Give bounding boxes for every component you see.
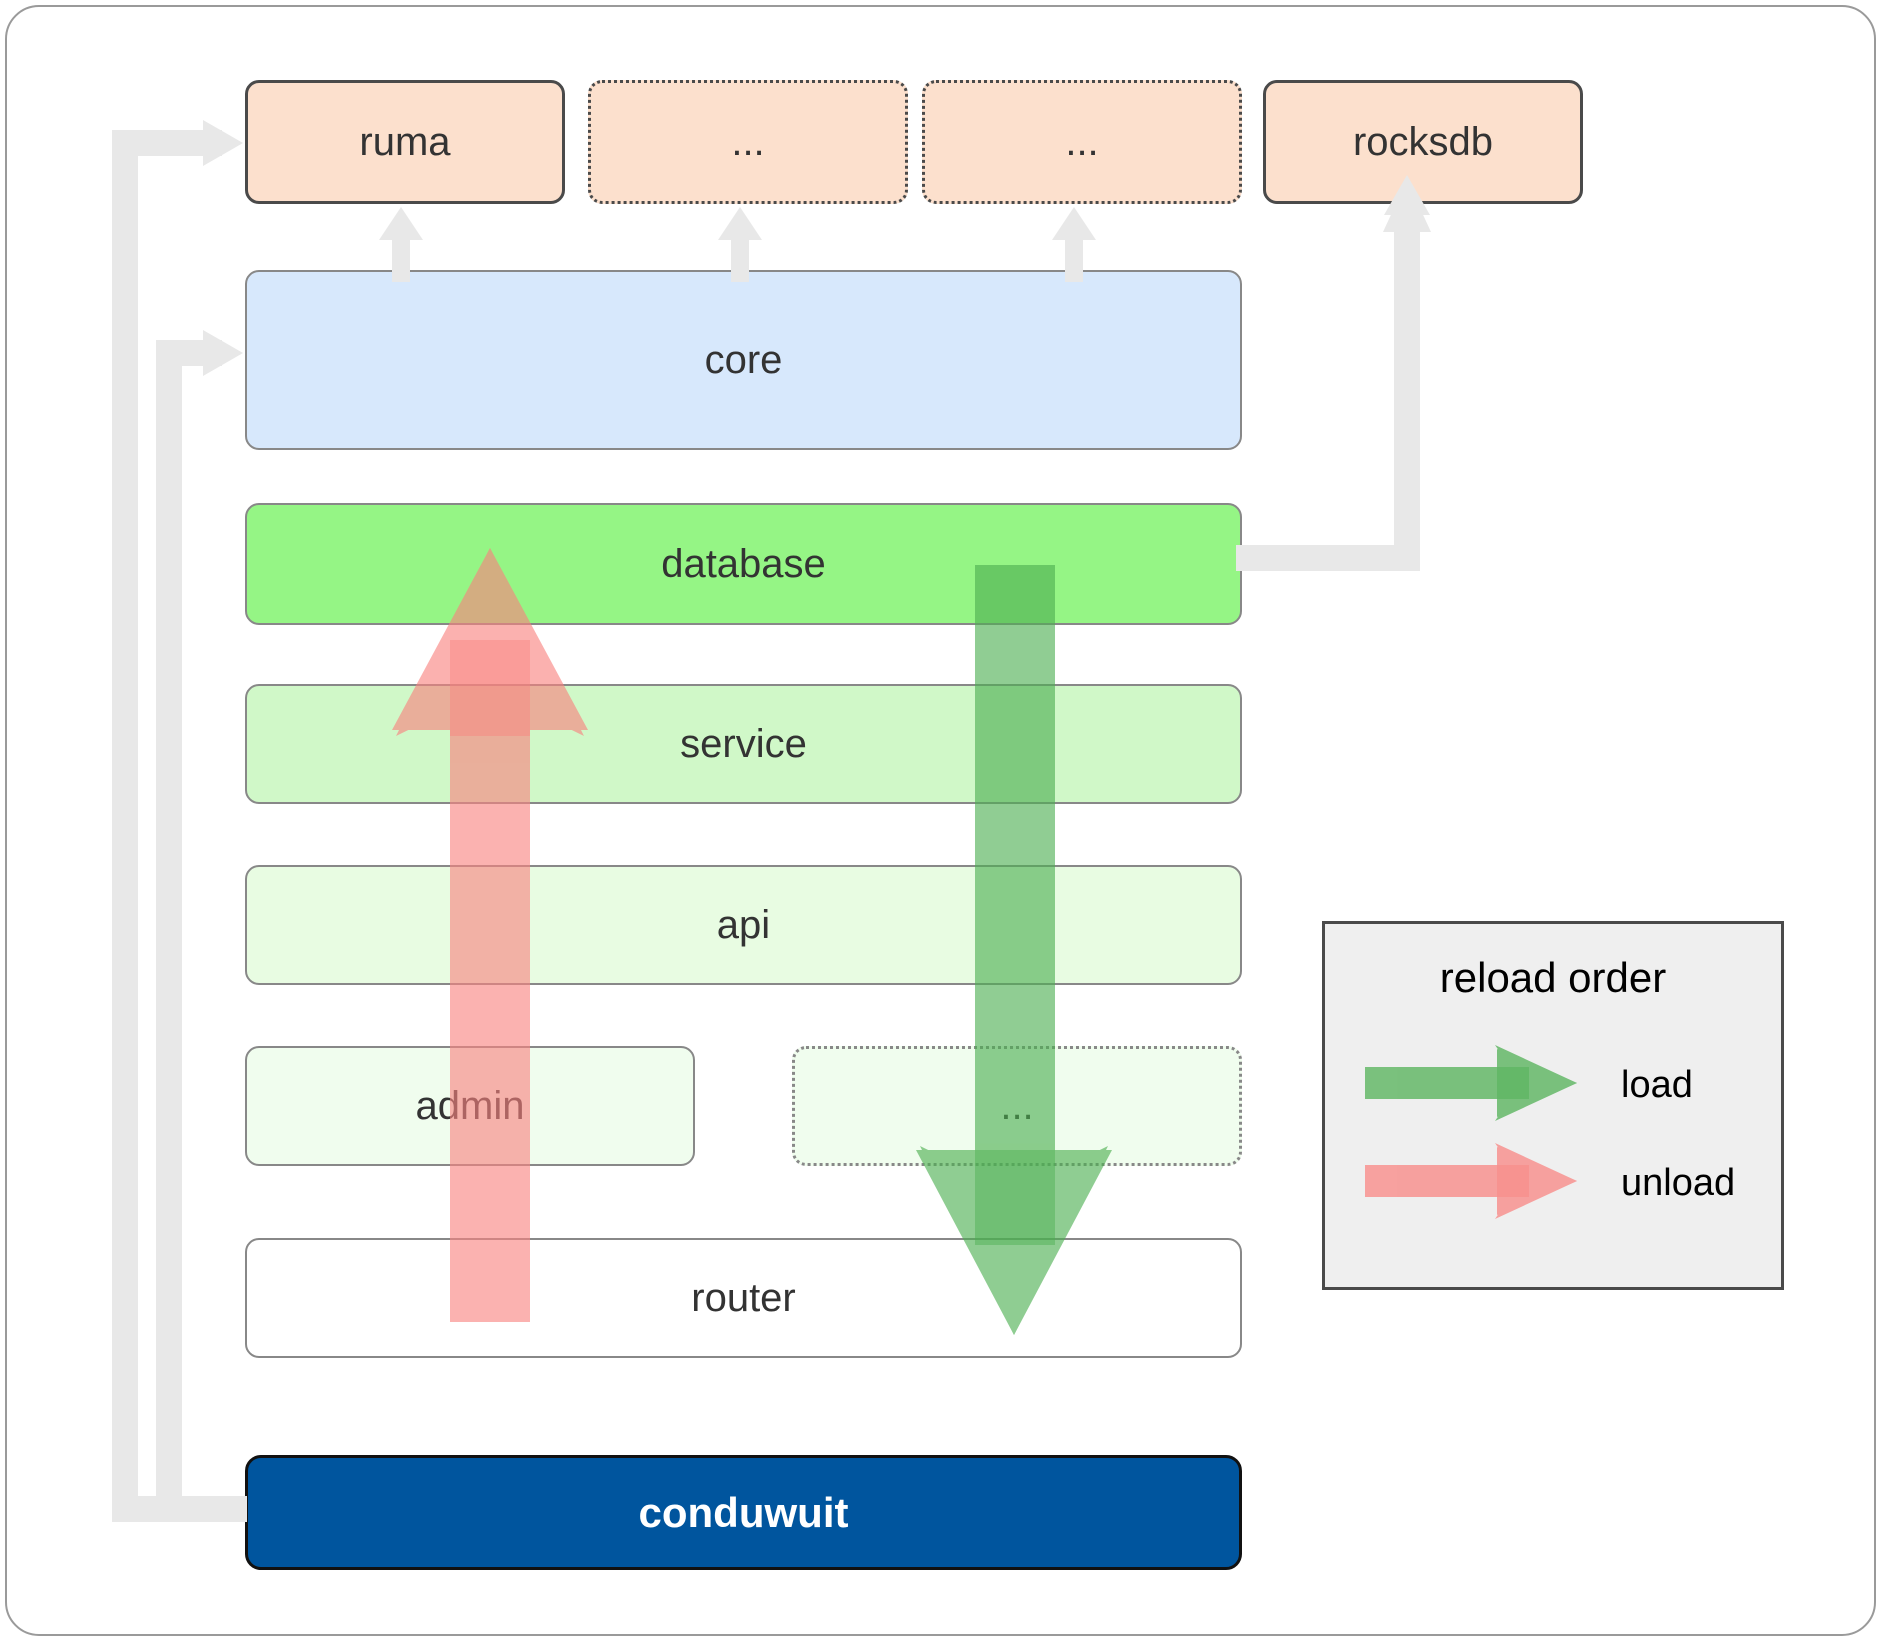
legend-arrows <box>1365 1045 1577 1219</box>
connector-spine-inner <box>156 340 182 1500</box>
core-to-external-arrows <box>379 207 1096 282</box>
legend-load-overlap <box>1497 1067 1529 1099</box>
legend-panel: reload order load unload <box>1322 921 1784 1290</box>
connector-spine-outer <box>112 130 138 1522</box>
connector-arrowhead-ruma <box>203 120 243 166</box>
connector-arrowhead-core <box>203 330 243 376</box>
connector-db-to-right <box>1236 545 1418 571</box>
legend-load-arrow <box>1365 1045 1577 1121</box>
connector-right-spine <box>1394 210 1420 571</box>
legend-title: reload order <box>1439 954 1667 1001</box>
connector-conduwuit-stub <box>112 1496 247 1522</box>
legend-label-unload: unload <box>1621 1162 1736 1204</box>
legend-unload-arrow <box>1365 1143 1577 1219</box>
legend-unload-overlap <box>1497 1165 1529 1197</box>
legend-label-load: load <box>1621 1064 1693 1106</box>
